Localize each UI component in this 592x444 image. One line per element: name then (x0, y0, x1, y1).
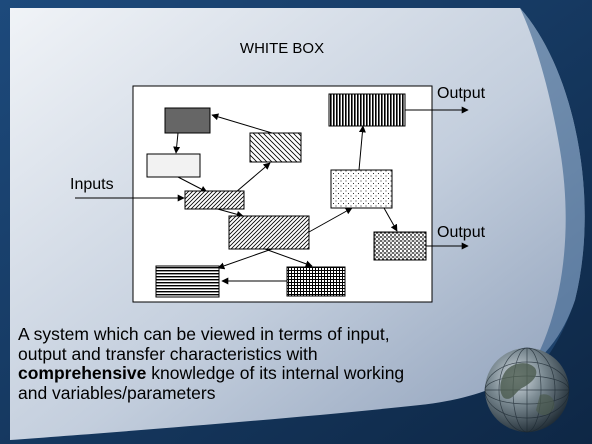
block-light-gray (146, 153, 201, 178)
inputs-label: Inputs (70, 176, 114, 193)
arrow-dark-to-light (173, 132, 181, 154)
block-dark-gray (164, 107, 211, 134)
block-dense-dots (373, 231, 427, 261)
arrow-center-to-horiz (217, 248, 273, 270)
arrow-center-to-dots (308, 207, 353, 233)
arrow-diag-to-hatched (235, 162, 271, 193)
globe-icon (484, 347, 570, 433)
block-horizontal-stripes (155, 265, 220, 298)
slide-description: A system which can be viewed in terms of… (18, 324, 478, 403)
output-label-top: Output (437, 85, 486, 102)
block-dotted (330, 169, 393, 209)
arrow-dots-to-vert (358, 125, 366, 171)
arrow-light-to-diag (177, 176, 208, 193)
output-label-bottom: Output (437, 224, 486, 241)
arrow-hatched-to-dark (211, 113, 273, 134)
block-vertical-stripes (328, 93, 406, 127)
slide-title: WHITE BOX (240, 40, 324, 57)
block-diagonal-left (249, 132, 302, 163)
block-grid (286, 266, 346, 297)
description-line-1: A system which can be viewed in terms of… (18, 324, 390, 344)
decorative-curve (520, 8, 585, 385)
description-line-3-rest: knowledge of its internal working (146, 363, 405, 384)
arrow-center-to-grid (264, 248, 313, 268)
arrow-dots-to-dense (383, 207, 398, 232)
connectors (75, 106, 469, 285)
block-center-diagonal (228, 215, 310, 250)
block-diagonal-right (184, 190, 245, 210)
description-emphasis: comprehensive (18, 363, 147, 384)
description-line-2: output and transfer characteristics with (18, 343, 318, 364)
description-line-3: comprehensive knowledge of its internal … (18, 363, 478, 384)
description-line-4: and variables/parameters (18, 382, 216, 403)
